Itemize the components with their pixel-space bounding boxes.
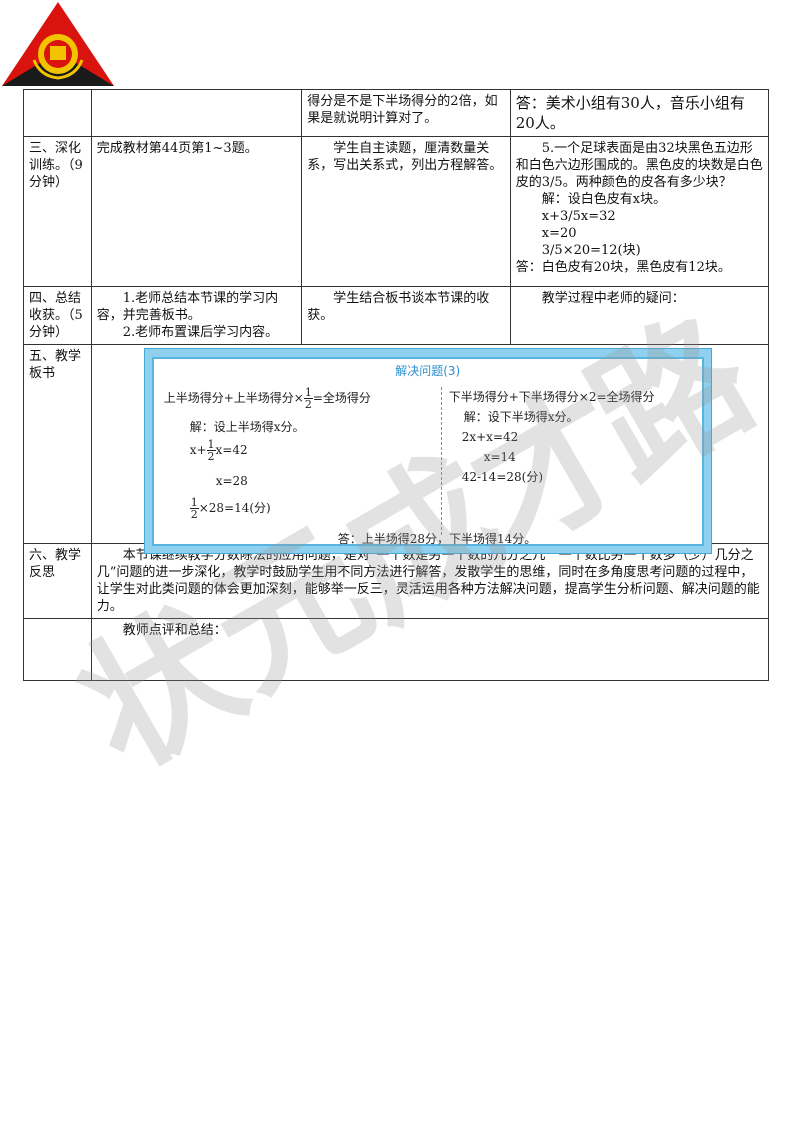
answer-line: 答：白色皮有20块，黑色皮有12块。 <box>515 260 731 275</box>
design-intent-cell: 5.一个足球表面是由32块黑色五边形和白色六边形围成的。黑色皮的块数是白色皮的3… <box>509 136 770 287</box>
formula-part: 上半场得分+上半场得分× <box>163 391 304 405</box>
solution-line: x=20 <box>541 226 577 241</box>
fraction-numerator: 1 <box>189 496 199 509</box>
teacher-activity-cell: 1.老师总结本节课的学习内容，并完善板书。 2.老师布置课后学习内容。 <box>90 286 303 345</box>
stage-cell: 六、教学反思 <box>23 543 92 619</box>
student-activity-cell: 学生自主读题，厘清数量关系，写出关系式，列出方程解答。 <box>301 136 511 287</box>
teacher-activity-cell: 完成教材第44页第1~3题。 <box>90 136 303 287</box>
table-row: 四、总结收获。（5分钟） 1.老师总结本节课的学习内容，并完善板书。 2.老师布… <box>23 286 770 345</box>
fraction-numerator: 1 <box>303 386 313 399</box>
formula-part: x=42 <box>215 443 248 457</box>
stage-cell: 五、教学板书 <box>23 344 92 544</box>
solution-line: x+3/5x=32 <box>541 209 616 224</box>
student-activity-cell: 学生结合板书谈本节课的收获。 <box>301 286 511 345</box>
teacher-activity-cell <box>90 89 303 137</box>
solution-line: 解：设白色皮有x块。 <box>541 192 667 207</box>
board-answer: 答：上半场得28分，下半场得14分。 <box>337 532 537 546</box>
table-row: 三、深化训练。（9分钟） 完成教材第44页第1~3题。 学生自主读题，厘清数量关… <box>23 136 770 287</box>
fraction-denominator: 2 <box>190 508 198 521</box>
reflection-cell: 本节课继续教学分数除法的应用问题，是对“一个数是另一个数的几分之几”“一个数比另… <box>90 543 770 619</box>
student-activity-cell: 得分是不是下半场得分的2倍，如果是就说明计算对了。 <box>301 89 511 137</box>
stage-cell <box>23 618 92 681</box>
summary-item: 1.老师总结本节课的学习内容，并完善板书。 <box>96 291 279 323</box>
summary-item: 2.老师布置课后学习内容。 <box>122 325 279 340</box>
stage-cell: 四、总结收获。（5分钟） <box>23 286 92 345</box>
fraction-numerator: 1 <box>206 438 216 451</box>
board-right-eq2: x=14 <box>483 450 516 464</box>
solution-line: 3/5×20=12(块) <box>541 243 641 258</box>
board-right-formula: 下半场得分+下半场得分×2=全场得分 <box>448 390 655 404</box>
lesson-plan-table: 得分是不是下半场得分的2倍，如果是就说明计算对了。 答：美术小组有30人，音乐小… <box>23 89 770 681</box>
board-divider <box>440 387 442 535</box>
board-left-solve: 解：设上半场得x分。 <box>189 420 305 434</box>
fraction-denominator: 2 <box>304 398 312 411</box>
board-right-eq3: 42-14=28(分) <box>461 470 544 484</box>
design-intent-cell: 教学过程中老师的疑问： <box>509 286 770 345</box>
stage-cell <box>23 89 92 137</box>
table-row: 六、教学反思 本节课继续教学分数除法的应用问题，是对“一个数是另一个数的几分之几… <box>23 543 770 619</box>
board-right-solve: 解：设下半场得x分。 <box>463 410 579 424</box>
stage-cell: 三、深化训练。（9分钟） <box>23 136 92 287</box>
board-left-eq2: x=28 <box>215 474 248 488</box>
board-title: 解决问题(3) <box>395 364 461 378</box>
fraction-denominator: 2 <box>207 450 215 463</box>
formula-part: ×28=14(分) <box>198 501 271 515</box>
teacher-comment-cell: 教师点评和总结： <box>90 618 770 681</box>
problem-text: 5.一个足球表面是由32块黑色五边形和白色六边形围成的。黑色皮的块数是白色皮的3… <box>515 141 763 190</box>
formula-part: =全场得分 <box>312 391 371 405</box>
board-right-eq1: 2x+x=42 <box>461 430 519 444</box>
design-intent-cell: 答：美术小组有30人，音乐小组有20人。 <box>509 89 770 137</box>
table-row: 得分是不是下半场得分的2倍，如果是就说明计算对了。 答：美术小组有30人，音乐小… <box>23 89 770 137</box>
table-row: 教师点评和总结： <box>23 618 770 681</box>
school-logo <box>2 2 114 86</box>
formula-part: x+ <box>189 443 207 457</box>
